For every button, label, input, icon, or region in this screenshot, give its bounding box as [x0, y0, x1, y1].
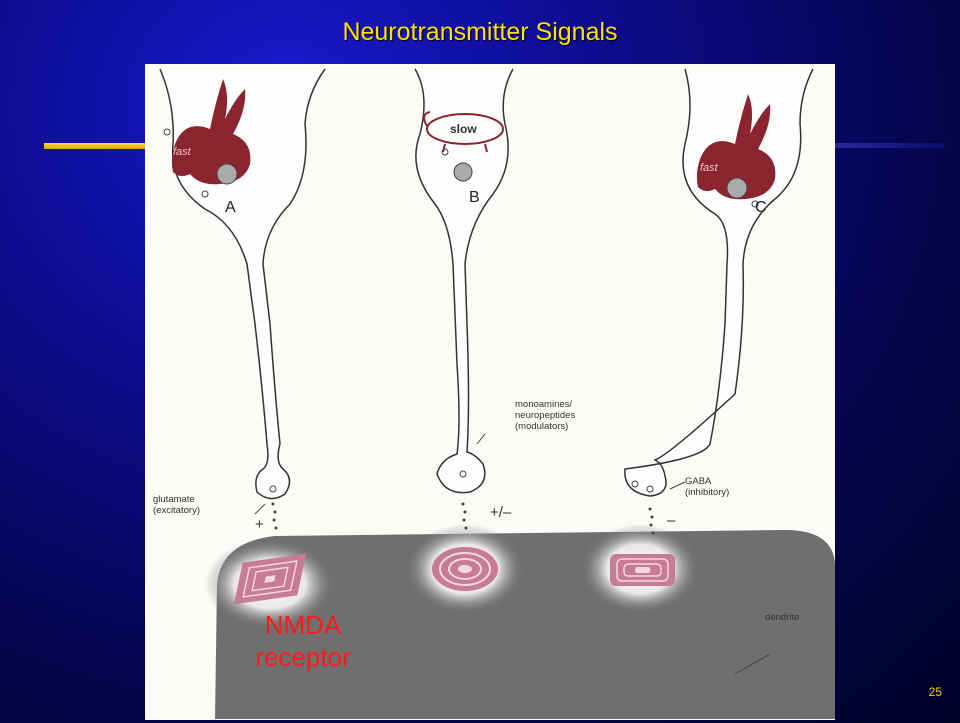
page-number: 25: [929, 685, 942, 699]
neuron-c-speed-label: fast: [700, 162, 718, 174]
title-underline-gold: [44, 143, 154, 149]
nmda-label-line2: receptor: [233, 641, 373, 673]
nmda-receptor-label: NMDA receptor: [233, 609, 373, 673]
receptor-b: [432, 547, 498, 591]
neuron-c-transmitter-label: GABA (inhibitory): [685, 476, 729, 498]
neuron-a-speed-label: fast: [173, 146, 191, 158]
neuron-b-sign: +/–: [490, 504, 511, 521]
neuron-a-letter: A: [225, 199, 236, 217]
neuron-b-transmitter-label: monoamines/ neuropeptides (modulators): [515, 399, 575, 432]
slide-title: Neurotransmitter Signals: [0, 18, 960, 47]
neuron-b-speed-label: slow: [450, 122, 477, 136]
neuron-c: [625, 69, 813, 496]
neuron-b-letter: B: [469, 189, 480, 207]
neuron-a-transmitter-label: glutamate (excitatory): [153, 494, 200, 516]
nmda-label-line1: NMDA: [233, 609, 373, 641]
dendrite-label: dendrite: [765, 612, 799, 623]
neurotransmitter-figure: A B C fast slow fast glutamate (excitato…: [145, 64, 835, 720]
neuron-c-letter: C: [755, 199, 767, 217]
title-underline-blue: [830, 143, 945, 148]
receptor-c: [610, 554, 675, 586]
neuron-c-sign: –: [667, 512, 675, 529]
neuron-a-sign: +: [255, 516, 264, 533]
